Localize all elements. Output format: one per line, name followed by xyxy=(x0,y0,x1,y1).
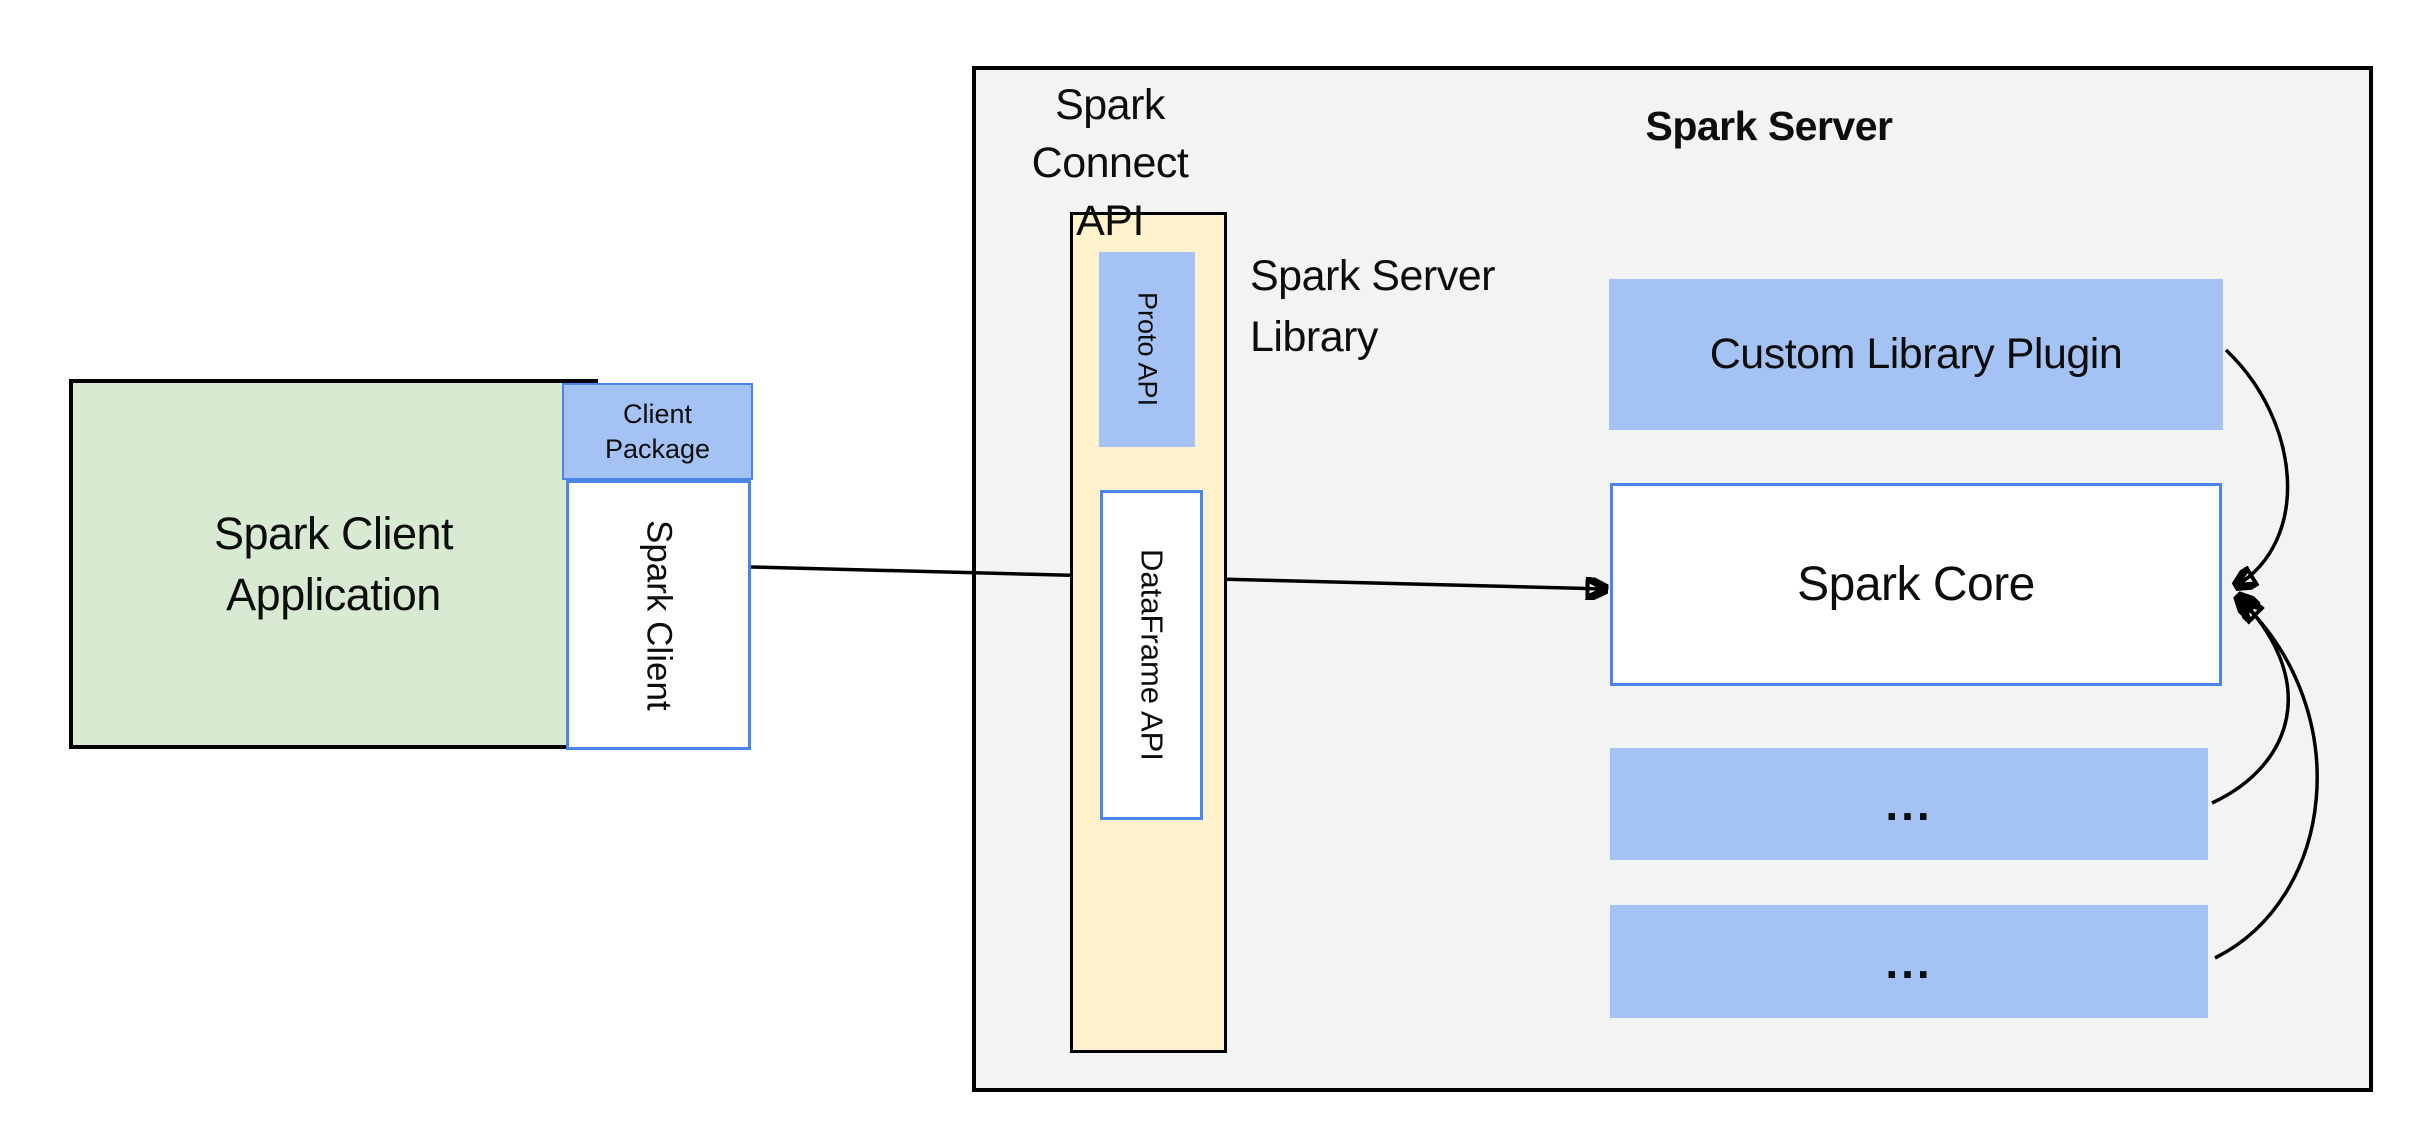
spark-client-label: Spark Client xyxy=(639,519,679,711)
client-package-box: Client Package xyxy=(562,383,753,480)
plugin-slot-box-1: ... xyxy=(1610,748,2208,860)
spark-core-box: Spark Core xyxy=(1610,483,2222,686)
spark-server-library-label: Spark Server Library xyxy=(1250,246,1495,368)
spark-client-application-label-line2: Application xyxy=(226,569,441,620)
custom-library-plugin-label: Custom Library Plugin xyxy=(1709,330,2123,378)
spark-server-title: Spark Server xyxy=(1645,103,1893,149)
spark-connect-api-label: Spark Connect API xyxy=(985,76,1235,250)
plugin-slot-label-1: ... xyxy=(1885,778,1933,830)
spark-client-application-box: Spark Client Application xyxy=(69,379,598,749)
spark-client-application-label: Spark Client Application xyxy=(213,503,454,625)
proto-api-label: Proto API xyxy=(1132,292,1163,407)
spark-server-library-label-line2: Library xyxy=(1250,313,1378,361)
spark-connect-api-label-line2: API xyxy=(1076,197,1144,245)
spark-server-library-label-line1: Spark Server xyxy=(1250,252,1495,300)
custom-library-plugin-box: Custom Library Plugin xyxy=(1609,279,2223,430)
client-package-label-line1: Client xyxy=(622,398,693,429)
proto-api-box: Proto API xyxy=(1099,252,1195,447)
dataframe-api-box: DataFrame API xyxy=(1100,490,1203,820)
dataframe-api-label: DataFrame API xyxy=(1134,549,1170,761)
client-package-label-line2: Package xyxy=(604,433,711,464)
plugin-slot-label-2: ... xyxy=(1885,935,1933,988)
spark-client-application-label-line1: Spark Client xyxy=(213,508,454,559)
plugin-slot-box-2: ... xyxy=(1610,905,2208,1018)
spark-core-label: Spark Core xyxy=(1797,558,2035,611)
spark-connect-api-label-line1: Spark Connect xyxy=(1031,81,1189,187)
spark-client-box: Spark Client xyxy=(566,480,751,750)
